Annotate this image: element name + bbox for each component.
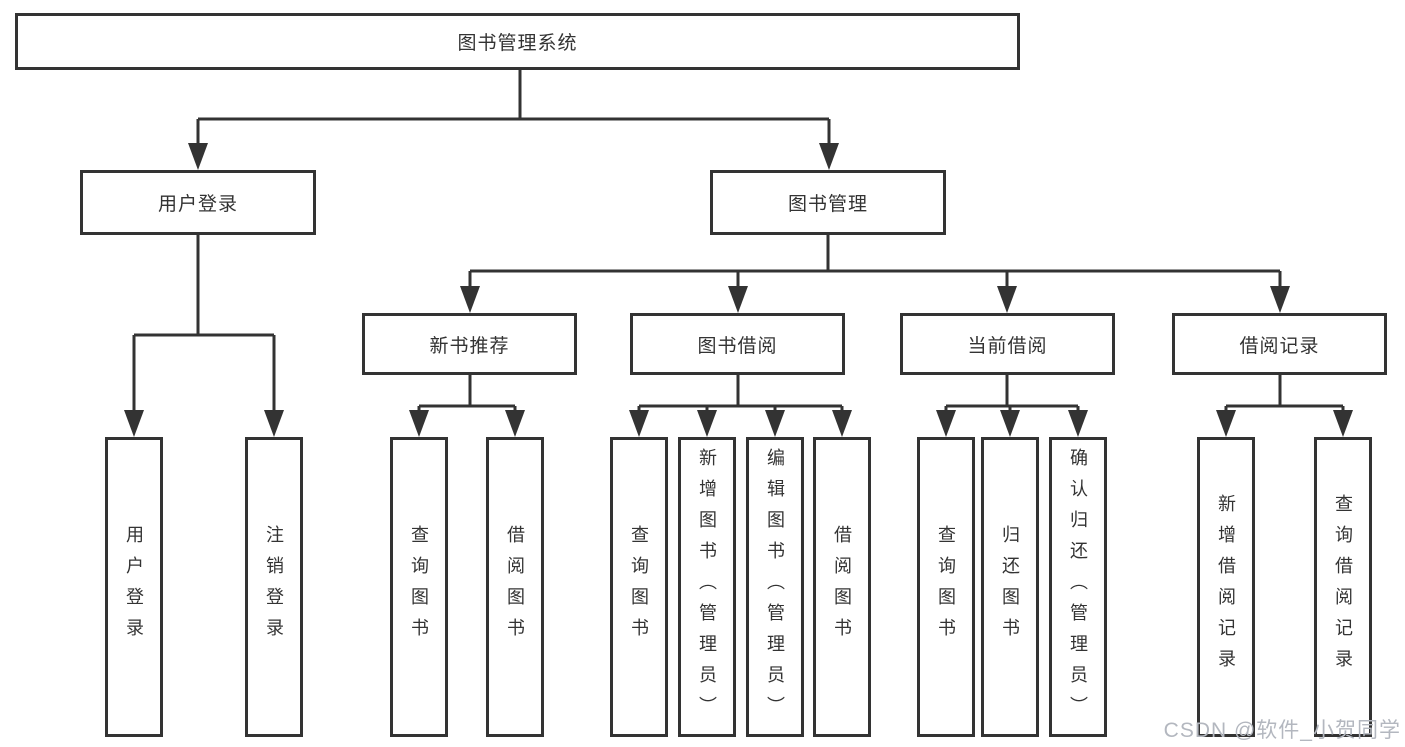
node-borrowing-records-label: 借阅记录 — [1239, 335, 1320, 357]
node-book-management: 图书管理 — [710, 170, 946, 235]
leaf-confirm-return-admin: 确认归还（管理员） — [1049, 437, 1107, 737]
leaf-query-borrow-record: 查询借阅记录 — [1314, 437, 1372, 737]
leaf-add-books-admin: 新增图书（管理员） — [678, 437, 736, 737]
node-new-book-recommendation-label: 新书推荐 — [429, 335, 510, 357]
leaf-borrow-books-label: 借阅图书 — [832, 525, 852, 649]
leaf-recommend-borrow-books: 借阅图书 — [486, 437, 544, 737]
node-current-borrowing-label: 当前借阅 — [967, 335, 1048, 357]
node-current-borrowing: 当前借阅 — [900, 313, 1115, 375]
leaf-logout-label: 注销登录 — [264, 525, 284, 649]
leaf-recommend-borrow-books-label: 借阅图书 — [505, 525, 525, 649]
leaf-recommend-query-books: 查询图书 — [390, 437, 448, 737]
leaf-return-books-label: 归还图书 — [1000, 525, 1020, 649]
leaf-return-books: 归还图书 — [981, 437, 1039, 737]
node-root-label: 图书管理系统 — [457, 33, 578, 54]
leaf-current-query-books: 查询图书 — [917, 437, 975, 737]
leaf-add-borrow-record-label: 新增借阅记录 — [1216, 494, 1236, 680]
leaf-recommend-query-books-label: 查询图书 — [409, 525, 429, 649]
leaf-edit-books-admin-label: 编辑图书（管理员） — [765, 447, 785, 727]
leaf-add-books-admin-label: 新增图书（管理员） — [697, 447, 717, 727]
node-book-borrowing-label: 图书借阅 — [697, 335, 778, 357]
leaf-borrowing-query-books-label: 查询图书 — [629, 525, 649, 649]
leaf-add-borrow-record: 新增借阅记录 — [1197, 437, 1255, 737]
node-new-book-recommendation: 新书推荐 — [362, 313, 577, 375]
csdn-watermark: CSDN @软件_小贺同学 — [1163, 719, 1401, 742]
leaf-current-query-books-label: 查询图书 — [936, 525, 956, 649]
node-user-login-branch-label: 用户登录 — [157, 194, 238, 215]
node-book-management-label: 图书管理 — [787, 194, 868, 215]
node-user-login-branch: 用户登录 — [80, 170, 316, 235]
leaf-borrowing-query-books: 查询图书 — [610, 437, 668, 737]
leaf-user-login: 用户登录 — [105, 437, 163, 737]
node-borrowing-records: 借阅记录 — [1172, 313, 1387, 375]
leaf-borrow-books: 借阅图书 — [813, 437, 871, 737]
leaf-logout: 注销登录 — [245, 437, 303, 737]
leaf-edit-books-admin: 编辑图书（管理员） — [746, 437, 804, 737]
leaf-user-login-label: 用户登录 — [124, 525, 144, 649]
node-book-borrowing: 图书借阅 — [630, 313, 845, 375]
node-root: 图书管理系统 — [15, 13, 1020, 70]
leaf-confirm-return-admin-label: 确认归还（管理员） — [1068, 447, 1088, 727]
leaf-query-borrow-record-label: 查询借阅记录 — [1333, 494, 1353, 680]
